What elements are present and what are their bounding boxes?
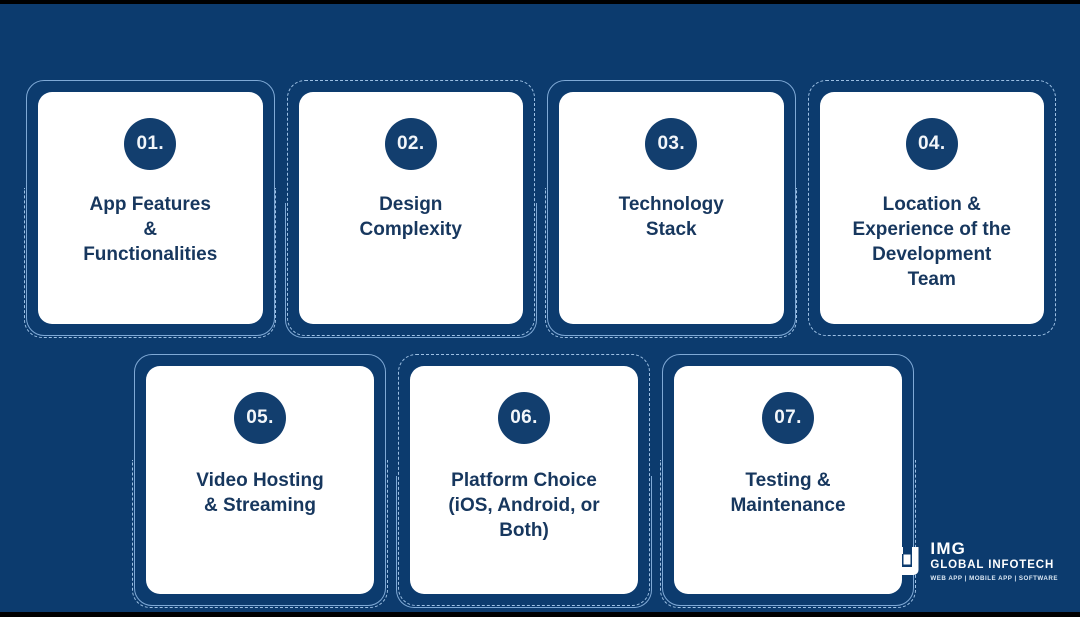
card-6[interactable]: 06. Platform Choice (iOS, Android, or Bo… — [410, 366, 638, 594]
card-frame-6[interactable]: 06. Platform Choice (iOS, Android, or Bo… — [396, 354, 652, 608]
logo-name: IMG — [930, 539, 967, 559]
card-7[interactable]: 07. Testing & Maintenance — [674, 366, 902, 594]
infographic-canvas: 01. App Features & Functionalities 02. D… — [0, 4, 1080, 612]
card-number-badge: 06. — [498, 392, 550, 444]
card-number-badge: 04. — [905, 118, 958, 170]
card-number-badge: 05. — [234, 392, 286, 444]
card-frame-2[interactable]: 02. Design Complexity — [284, 80, 537, 338]
card-title: App Features & Functionalities — [83, 194, 218, 266]
card-frame-5[interactable]: 05. Video Hosting & Streaming — [132, 354, 388, 608]
card-number-badge: 02. — [384, 118, 437, 170]
card-number-badge: 03. — [645, 118, 698, 170]
card-3[interactable]: 03. Technology Stack — [559, 92, 784, 324]
card-1[interactable]: 01. App Features & Functionalities — [38, 92, 263, 324]
card-title: Video Hosting & Streaming — [196, 470, 324, 517]
card-frame-3[interactable]: 03. Technology Stack — [545, 80, 797, 338]
card-frame-1[interactable]: 01. App Features & Functionalities — [24, 80, 276, 338]
card-5[interactable]: 05. Video Hosting & Streaming — [146, 366, 374, 594]
card-frame-7[interactable]: 07. Testing & Maintenance — [660, 354, 916, 608]
card-title: Design Complexity — [359, 194, 462, 241]
card-title: Testing & Maintenance — [730, 470, 846, 517]
card-title: Location & Experience of the Development… — [852, 194, 1011, 291]
card-row-bottom: 05. Video Hosting & Streaming 06. Platfo… — [132, 354, 916, 608]
card-frame-4[interactable]: 04. Location & Experience of the Develop… — [807, 80, 1057, 336]
card-row-top: 01. App Features & Functionalities 02. D… — [24, 80, 1057, 338]
card-2[interactable]: 02. Design Complexity — [298, 92, 523, 324]
logo-tagline: WEB APP | MOBILE APP | SOFTWARE — [930, 574, 1058, 582]
card-title: Technology Stack — [618, 194, 724, 241]
logo-text-block: IMG GLOBAL INFOTECH WEB APP | MOBILE APP… — [930, 540, 1058, 582]
card-number-badge: 07. — [762, 392, 814, 444]
card-4[interactable]: 04. Location & Experience of the Develop… — [819, 92, 1044, 324]
card-title: Platform Choice (iOS, Android, or Both) — [448, 470, 600, 542]
img-logo-mark-icon — [891, 545, 921, 577]
logo-subtitle: GLOBAL INFOTECH — [930, 559, 1055, 572]
card-number-badge: 01. — [124, 118, 177, 170]
brand-logo: IMG GLOBAL INFOTECH WEB APP | MOBILE APP… — [891, 540, 1058, 582]
